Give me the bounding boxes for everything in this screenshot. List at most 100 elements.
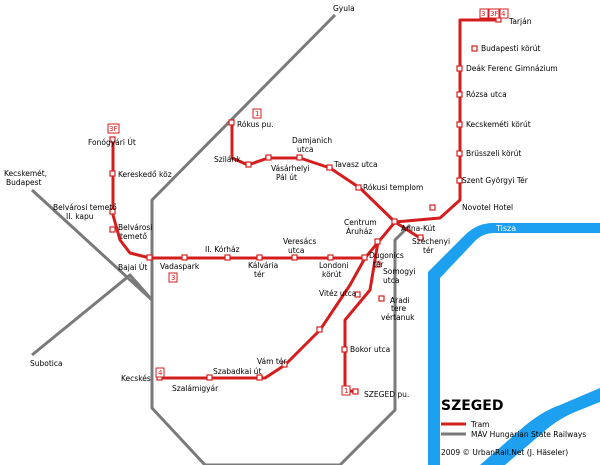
legend-tram-label: Tram [470,420,489,429]
label-szechenyi-2: tér [423,246,435,255]
dest-subotica: Subotica [30,359,63,368]
station-vasarhelyi [265,154,272,161]
line-box-tarjan-b [488,8,500,19]
line-box-szeged-pu [341,385,351,396]
label-budapesti-korut: Budapesti körút [481,44,540,53]
line-no-vadaspark: 3 [171,274,175,282]
tram-line-1-rokus [230,123,397,224]
station-rokus-pu [228,119,235,126]
label-anna-kut: Anna-Kút [401,224,435,233]
label-damjanich-2: utca [297,145,313,154]
tram-line-4-south [160,257,367,380]
label-londoni-1: Londoni [319,261,349,270]
label-centrum-2: Áruház [346,227,372,236]
station-rokusi-templom [355,184,362,191]
label-bajai: Bajai Út [118,263,147,272]
label-szechenyi-1: Széchenyi [412,237,450,246]
rail-ring-east [338,223,412,465]
label-centrum-1: Centrum [344,218,377,227]
tram-line-1-south [394,220,421,240]
stations [109,16,502,395]
label-kecskemeti-korut: Kecskeméti körút [466,120,531,129]
label-aradi-3: vértanuk [381,313,415,322]
line-no-tarjan-b: 3F [490,10,498,18]
label-tavasz: Tavasz utca [333,160,378,169]
tram-lines [111,18,498,394]
label-korhaz: II. Kórház [205,245,240,254]
label-aradi-2: tere [391,304,406,313]
label-brusszeli: Brüsszeli körút [466,149,521,158]
label-kalvaria-1: Kálvária [248,261,278,270]
label-rozsa: Rózsa utca [466,90,507,99]
station-kereskedo [109,170,116,177]
rail-subotica [31,273,154,357]
legend-rail-label: MÁV Hungarian State Railways [471,430,586,439]
station-bajai [146,254,153,261]
label-dugonics-1: Dugonics [369,251,404,260]
railway-lines [30,13,412,465]
line-no-kecskes: 4 [158,369,163,377]
station-novotel [429,204,436,211]
station-deak [456,65,463,72]
station-bokor [341,346,348,353]
label-dugonics-2: tér [373,260,385,269]
label-aradi-1: Aradi [390,296,410,305]
station-damjanich [296,154,303,161]
label-damjanich-1: Damjanich [292,136,332,145]
label-veresacs-1: Veresács [283,237,316,246]
label-somogyi-2: utca [383,276,399,285]
label-szabadkai: Szabadkai út [213,367,261,376]
line-no-szeged-pu: 1 [344,387,348,395]
label-szalamigyar: Szalámigyár [172,384,219,393]
label-novotel: Novotel Hotel [462,203,513,212]
label-szilank: Szilánk [214,155,241,164]
station-belvarosi-temeto-2 [109,208,116,215]
label-vitez: Vitéz utca [319,289,356,298]
station-kalvaria [256,254,263,261]
label-vam: Vám tér [257,357,287,366]
dest-gyula: Gyula [333,4,355,13]
line-box-kecskes [155,367,165,378]
label-szeged-pu: SZEGED pu. [364,390,409,399]
station-szilank [245,161,252,168]
tisza-river-southeast [480,388,600,465]
station-rozsa [456,91,463,98]
line-number-boxes [107,8,509,396]
dest-kecskemet-2: Budapest [6,178,42,187]
station-brusszeli [456,150,463,157]
line-no-tarjan-c: 4 [501,10,506,18]
label-kalvaria-2: tér [254,270,266,279]
label-tarjan: Tarján [508,17,532,26]
station-vadaspark [181,254,188,261]
tram-line-3-4-north [394,18,498,224]
station-kecskemeti-korut [456,121,463,128]
line-no-rokus: 1 [255,110,259,118]
station-korhaz [224,254,231,261]
station-aradi [378,295,385,302]
label-vasarhelyi-2: Pál út [276,173,297,182]
station-veresacs [291,254,298,261]
line-no-tarjan-a: 3 [481,10,485,18]
line-box-rokus [252,108,262,119]
label-somogyi-1: Somogyi [383,267,416,276]
label-rokusi-templom: Rókusi templom [363,183,423,192]
label-vadaspark: Vadaspark [160,262,200,271]
line-box-fonogyari [107,123,120,134]
rail-ring [150,13,337,465]
line-box-tarjan-a [479,8,489,19]
label-rokus-pu: Rókus pu. [237,120,274,129]
label-belvarosi-temeto-2-2: II. kapu [66,212,94,221]
rail-budapest [30,188,154,302]
label-belvarosi-1: Belvárosi [118,223,152,232]
station-szent-gyorgyi [456,177,463,184]
station-centrum [374,238,381,245]
station-fonogyari [109,136,116,143]
tisza-river [428,223,600,465]
tram-line-3F-west [111,140,397,260]
label-vasarhelyi-1: Vásárhelyi [271,164,310,173]
station-somogyi [374,261,381,268]
station-vitez [354,291,361,298]
station-tavasz [326,164,333,171]
